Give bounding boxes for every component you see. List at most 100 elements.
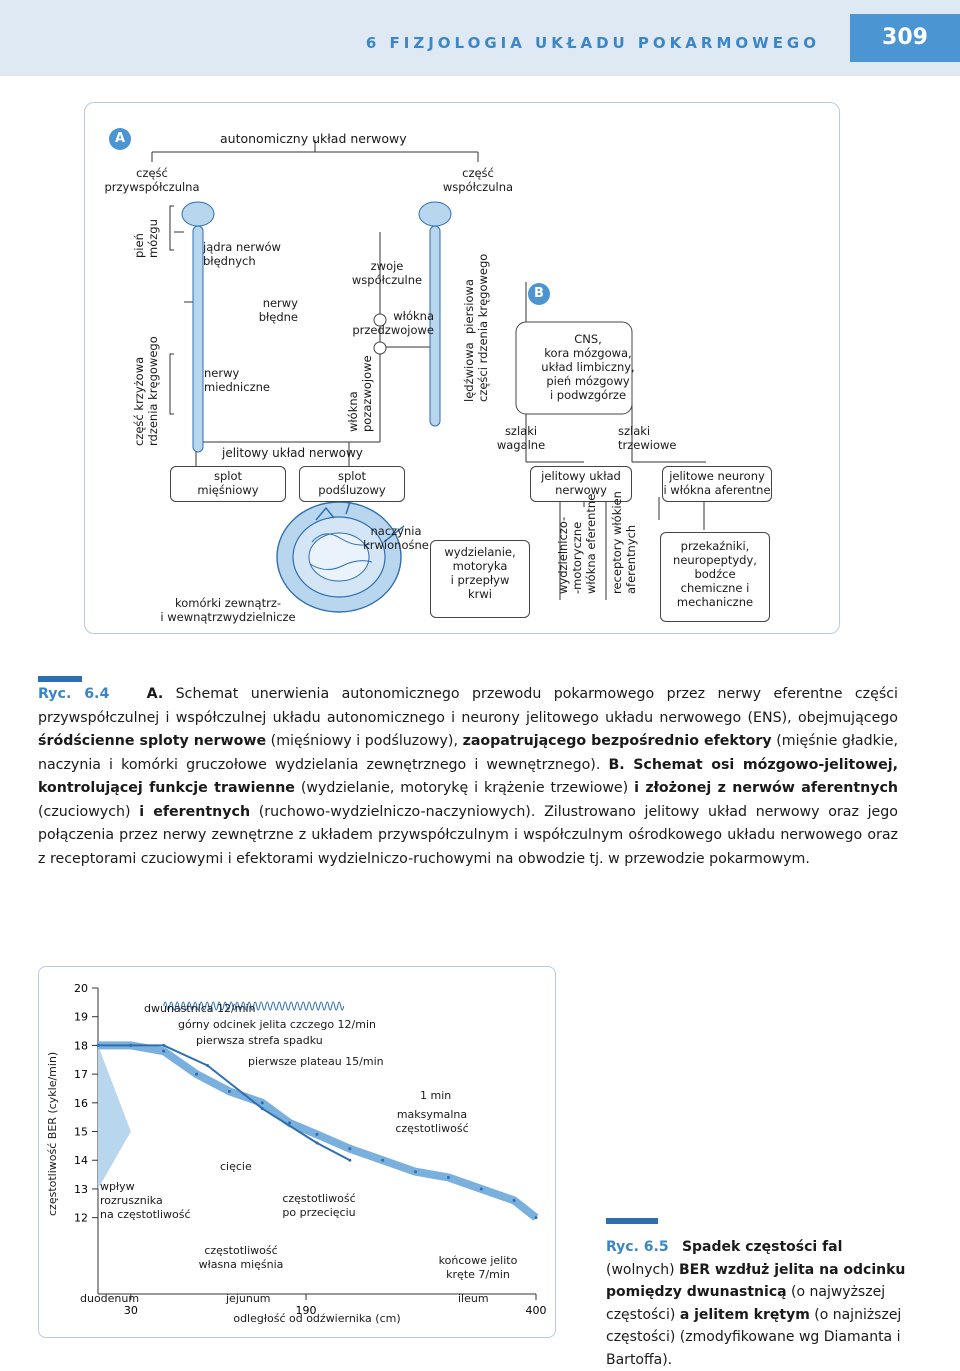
- y-tick-label: 12: [74, 1212, 88, 1225]
- caption2-bold: a jelitem krętym: [679, 1306, 810, 1323]
- annot-pacemaker: wpływ rozrusznika na częstotliwość: [100, 1180, 191, 1221]
- annot-ileum-end: końcowe jelito kręte 7/min: [438, 1254, 518, 1281]
- sacral-label: część krzyżowa rdzenia kręgowego: [132, 336, 160, 446]
- data-point: [348, 1147, 352, 1151]
- myenteric-box: splot mięśniowy: [170, 466, 286, 502]
- data-point: [512, 1198, 516, 1202]
- caption2-bar: [606, 1218, 658, 1224]
- sympathetic-label: część współczulna: [442, 166, 514, 194]
- y-tick-label: 14: [74, 1154, 88, 1167]
- vagal-nuclei-label: jądra nerwów błędnych: [203, 240, 281, 268]
- efferent-fibers-label: wydzielniczo- -motoryczne włókna eferent…: [556, 493, 598, 594]
- badge-a: A: [109, 128, 131, 150]
- vagal-paths-label: szlaki wagalne: [496, 424, 546, 452]
- y-tick-label: 20: [74, 982, 88, 995]
- data-point: [288, 1121, 292, 1125]
- caption-key-a: A.: [146, 686, 164, 702]
- page-number: 309: [850, 14, 960, 62]
- thoracic-label: piersiowa: [462, 279, 476, 334]
- cns-label: CNS, kora mózgowa, układ limbiczny, pień…: [541, 332, 635, 402]
- annot-cut: cięcie: [220, 1160, 252, 1173]
- ens-left-label: jelitowy układ nerwowy: [222, 446, 363, 460]
- gut-cross-section-icon: [276, 495, 405, 613]
- caption-6-5: Ryc. 6.5 Spadek częstości fal (wolnych) …: [606, 1236, 906, 1371]
- spinal-parts-label: części rdzenia kręgowego: [476, 253, 490, 402]
- caption-key-b: B.: [608, 756, 625, 773]
- annot-first-zone: pierwsza strefa spadku: [196, 1034, 323, 1047]
- chapter-title: 6 FIZJOLOGIA UKŁADU POKARMOWEGO: [365, 34, 820, 52]
- caption-bold: zaopatrującego bezpośrednio efektory: [462, 733, 772, 749]
- data-point: [195, 1072, 199, 1076]
- badge-b: B: [528, 283, 550, 305]
- caption-text: (wydzielanie, motorykę i krążenie trzewi…: [294, 780, 635, 796]
- data-point: [534, 1216, 538, 1220]
- x-tick-label: 30: [124, 1304, 138, 1317]
- figure-6-4-lines: [151, 140, 706, 613]
- caption-bar: [38, 676, 82, 682]
- header-bar: [0, 0, 960, 76]
- wave-trace-icon: [163, 1001, 345, 1011]
- caption-text: (czuciowych): [38, 803, 140, 820]
- caption-text: (mięśnie gładkie, naczynia i komórki gru…: [38, 733, 899, 773]
- caption-bold: śródścienne sploty nerwowe: [38, 733, 267, 749]
- caption2-text: (wolnych): [606, 1261, 680, 1278]
- y-tick-label: 15: [74, 1126, 88, 1139]
- annot-after-cut: częstotliwość po przecięciu: [282, 1192, 356, 1219]
- y-tick-label: 19: [74, 1011, 88, 1024]
- data-point: [260, 1101, 264, 1105]
- figure-6-5-frame: [38, 966, 556, 1338]
- figure-6-4-frame: [84, 102, 840, 634]
- brainstem-label: pień mózgu: [132, 219, 160, 258]
- y-tick-label: 16: [74, 1097, 88, 1110]
- annot-intrinsic: częstotliwość własna mięśnia: [198, 1244, 284, 1271]
- visceral-paths-label: szlaki trzewiowe: [618, 424, 677, 452]
- annot-duodenum-rate: dwunastnica 12/min: [144, 1002, 256, 1015]
- afferent-neurons-box: jelitowe neurony i włókna aferentne: [662, 466, 772, 502]
- data-point: [446, 1175, 450, 1179]
- ans-title: autonomiczny układ nerwowy: [220, 131, 407, 146]
- data-point: [315, 1141, 319, 1145]
- transmitters-box: przekaźniki, neuropeptydy, bodźce chemic…: [660, 532, 770, 622]
- caption-6-4: Ryc. 6.4 A. Schemat unerwienia autonomic…: [38, 683, 898, 871]
- data-point: [260, 1107, 264, 1111]
- label-ileum: ileum: [458, 1292, 489, 1305]
- annot-one-min: 1 min: [420, 1089, 452, 1102]
- parasympathetic-label: część przywspółczulna: [104, 166, 200, 194]
- submucosal-box: splot podśluzowy: [299, 466, 405, 502]
- data-point: [479, 1187, 483, 1191]
- data-point: [206, 1064, 209, 1068]
- data-point: [381, 1158, 385, 1162]
- data-point: [414, 1170, 418, 1174]
- data-point: [162, 1049, 166, 1053]
- label-duodenum: duodenum: [80, 1292, 140, 1305]
- caption-label: Ryc. 6.4: [38, 686, 110, 702]
- caption-bold: i eferentnych: [139, 803, 251, 820]
- lumbar-label: lędźwiowa: [462, 342, 476, 402]
- x-axis-label: odległość od odźwiernika (cm): [233, 1312, 401, 1325]
- annot-upper-jejunum: górny odcinek jelita czczego 12/min: [178, 1018, 376, 1031]
- caption2-label: Ryc. 6.5: [606, 1239, 669, 1255]
- x-tick-label: 190: [296, 1304, 317, 1317]
- postganglionic-label: włókna pozazwojowe: [346, 355, 374, 432]
- y-tick-label: 18: [74, 1039, 88, 1052]
- annot-first-plateau: pierwsze plateau 15/min: [248, 1055, 384, 1068]
- caption2-bold: Spadek częstości fal: [681, 1239, 843, 1255]
- x-tick-label: 400: [526, 1304, 547, 1317]
- receptors-label: receptory włókien aferentnych: [610, 491, 638, 594]
- preganglionic-label: włókna przedzwojowe: [352, 309, 434, 337]
- ber-chart: 20 19 18 17 16 15 14 13 12 30 190 400: [74, 982, 547, 1317]
- data-point: [348, 1158, 352, 1162]
- data-point: [227, 1089, 231, 1093]
- caption-bold: Schemat osi mózgowo-jelitowej, kontroluj…: [38, 756, 898, 797]
- annot-max-freq: maksymalna częstotliwość: [395, 1108, 469, 1135]
- vagus-label: nerwy błędne: [258, 296, 298, 324]
- data-point: [162, 1043, 166, 1047]
- y-tick-label: 17: [74, 1068, 88, 1081]
- pacemaker-shade: [98, 1045, 131, 1189]
- ganglia-label: zwoje współczulne: [351, 259, 423, 287]
- data-point: [315, 1132, 319, 1136]
- cells-label: komórki zewnątrz- i wewnątrzwydzielnicze: [160, 596, 296, 624]
- effects-box: wydzielanie, motoryka i przepływ krwi: [430, 540, 530, 618]
- y-tick-label: 13: [74, 1183, 88, 1196]
- caption2-bold: BER wzdłuż jelita na odcinku pomiędzy dw…: [606, 1261, 906, 1301]
